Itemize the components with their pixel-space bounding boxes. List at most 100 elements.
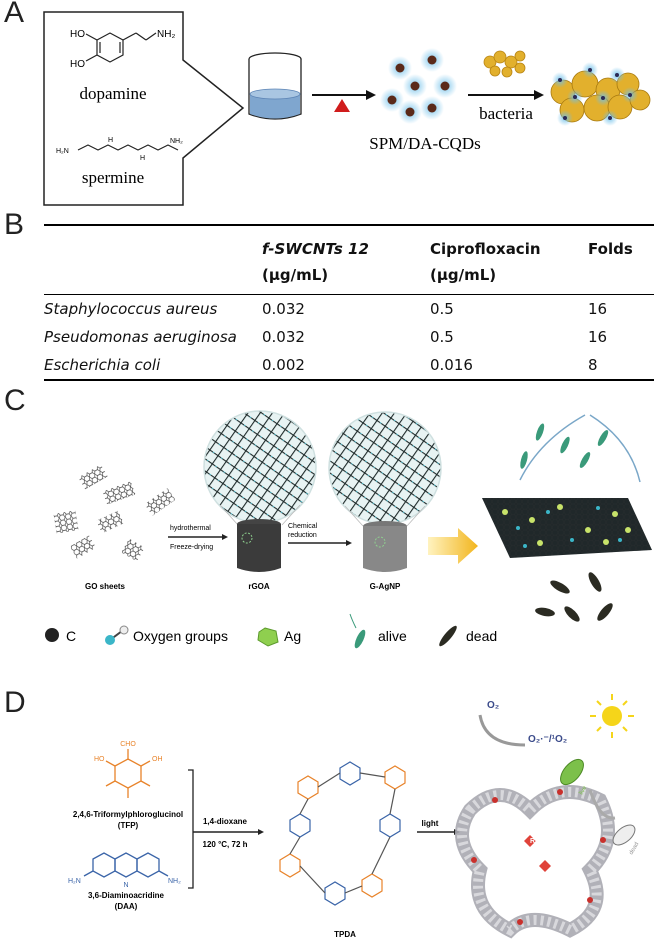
table-row: Escherichia coli 0.002 0.016 8 <box>44 351 654 380</box>
daa-n-label: N <box>123 882 128 889</box>
header-cipro-unit: (μg/mL) <box>430 266 497 284</box>
heating-triangle-icon <box>334 99 350 112</box>
dead-legend-icon <box>439 625 457 647</box>
ag-legend-icon <box>257 627 279 647</box>
chemical-label: Chemical <box>288 523 318 530</box>
f-swcnts-cell: 0.032 <box>262 328 305 346</box>
header-f-swcnts: f-SWCNTs 12(μg/mL) <box>262 225 430 295</box>
dead-label: dead <box>629 841 641 856</box>
bacteria-label: bacteria <box>479 104 533 123</box>
daa-nh2-label: NH₂ <box>168 878 181 885</box>
dopamine-nh2-label: NH₂ <box>157 29 175 40</box>
live-bacteria-icon <box>519 414 641 483</box>
live-bacterium-icon <box>560 758 584 786</box>
reduction-arrow-head <box>346 540 352 546</box>
folds-cell: 16 <box>588 328 608 346</box>
dead-bacteria-icon <box>535 572 613 622</box>
bacteria-with-cqds-icon <box>550 62 651 126</box>
panel-label-d: D <box>4 686 26 719</box>
species-cell: Escherichia coli <box>44 356 161 374</box>
reaction-arrow-head <box>258 829 264 835</box>
bacteria-cluster-icon <box>483 50 526 78</box>
header-ciprofloxacin: Ciprofloxacin (μg/mL) <box>430 225 588 295</box>
f-swcnts-cell: 0.032 <box>262 300 305 318</box>
spermine-h-label-1: H <box>108 137 113 144</box>
panel-label-c: C <box>4 384 26 417</box>
spermine-structure-icon <box>77 144 179 151</box>
species-cell: Staphylococcus aureus <box>44 300 218 318</box>
table-header-row: f-SWCNTs 12(μg/mL) Ciprofloxacin(μg/mL) … <box>44 225 654 295</box>
panel-d-schematic: CHO OH HO 2,4,6-Triformylphloroglucinol … <box>68 694 641 939</box>
spermine-nh2-label: NH₂ <box>170 138 183 145</box>
header-folds: Folds <box>588 240 633 258</box>
tfp-name-label: 2,4,6-Triformylphloroglucinol <box>73 810 183 819</box>
daa-h2n-label: H₂N <box>68 878 81 885</box>
reactant-bracket <box>188 769 194 889</box>
f-swcnts-cell: 0.002 <box>262 356 305 374</box>
daa-name-label: 3,6-Diaminoacridine <box>88 891 165 900</box>
o2-curve-arrow <box>478 714 526 747</box>
hydrothermal-arrow-head <box>222 534 228 540</box>
legend-oxygen-label: Oxygen groups <box>133 628 228 644</box>
tfp-cho-label: CHO <box>120 741 136 748</box>
panel-a-schematic: HO HO NH₂ dopamine H₂N H H NH₂ spermine <box>43 11 651 206</box>
tpda-framework-icon <box>279 761 406 906</box>
freeze-drying-label: Freeze-drying <box>170 544 213 551</box>
bacteria-arrow-head <box>534 90 544 100</box>
folds-cell: 8 <box>588 356 598 374</box>
hydrothermal-label: hydrothermal <box>170 525 211 532</box>
heat-arrow-head <box>366 90 376 100</box>
cipro-cell: 0.016 <box>430 356 473 374</box>
go-sheets-label: GO sheets <box>85 582 126 591</box>
tpda-3d-framework-icon <box>455 785 615 939</box>
reactant-frame <box>43 11 245 206</box>
conditions-label: 120 °C, 72 h <box>203 840 248 849</box>
header-f-swcnts-unit: (μg/mL) <box>262 266 329 284</box>
legend-dead-label: dead <box>466 628 497 644</box>
tfp-abbr-label: (TFP) <box>118 821 139 830</box>
product-label: SPM/DA-CQDs <box>369 134 480 153</box>
alive-legend-icon <box>349 613 366 649</box>
mic-table: f-SWCNTs 12(μg/mL) Ciprofloxacin(μg/mL) … <box>44 224 654 381</box>
live-label: live <box>579 785 589 796</box>
header-species <box>44 225 262 295</box>
sun-icon <box>590 694 634 738</box>
cipro-cell: 0.5 <box>430 300 454 318</box>
reduction-label: reduction <box>288 532 317 539</box>
daa-structure-icon <box>83 852 169 878</box>
oxygen-groups-legend-icon <box>105 625 129 645</box>
dopamine-structure-icon <box>85 32 157 63</box>
tfp-ho-label: HO <box>94 756 105 763</box>
ros-products-label: O₂·⁻/¹O₂ <box>528 734 567 745</box>
panel-label-a: A <box>4 0 25 29</box>
kill-curve-arrow <box>588 789 616 820</box>
o2-label: O₂ <box>487 700 499 711</box>
tfp-structure-icon <box>105 749 151 798</box>
spermine-label: spermine <box>82 168 144 187</box>
header-cipro-name: Ciprofloxacin <box>430 240 541 258</box>
table-row: Pseudomonas aeruginosa 0.032 0.5 16 <box>44 323 654 351</box>
ros-label: ROS <box>530 838 546 845</box>
g-agnp-aerogel-icon <box>328 411 442 572</box>
species-cell: Pseudomonas aeruginosa <box>44 328 237 346</box>
panel-label-b: B <box>4 208 25 241</box>
solvent-label: 1,4-dioxane <box>203 817 248 826</box>
graphene-ag-sheet-icon <box>482 498 652 558</box>
yellow-arrow <box>428 528 478 564</box>
carbon-dots-icon <box>380 48 457 124</box>
light-label: light <box>422 819 439 828</box>
dopamine-ho-label-1: HO <box>70 29 85 40</box>
folds-cell: 16 <box>588 300 608 318</box>
carbon-legend-icon <box>45 628 59 642</box>
dopamine-ho-label-2: HO <box>70 59 85 70</box>
go-sheets-icon <box>53 464 176 562</box>
daa-abbr-label: (DAA) <box>115 902 138 911</box>
panel-c-schematic: GO sheets hydrothermal Freeze-drying rGO… <box>45 410 652 649</box>
cipro-cell: 0.5 <box>430 328 454 346</box>
dead-bacterium-icon <box>612 824 636 846</box>
table-row: Staphylococcus aureus 0.032 0.5 16 <box>44 295 654 324</box>
spermine-h-label-2: H <box>140 155 145 162</box>
tpda-label: TPDA <box>334 930 356 939</box>
legend-alive-label: alive <box>378 628 407 644</box>
g-agnp-label: G-AgNP <box>370 582 401 591</box>
